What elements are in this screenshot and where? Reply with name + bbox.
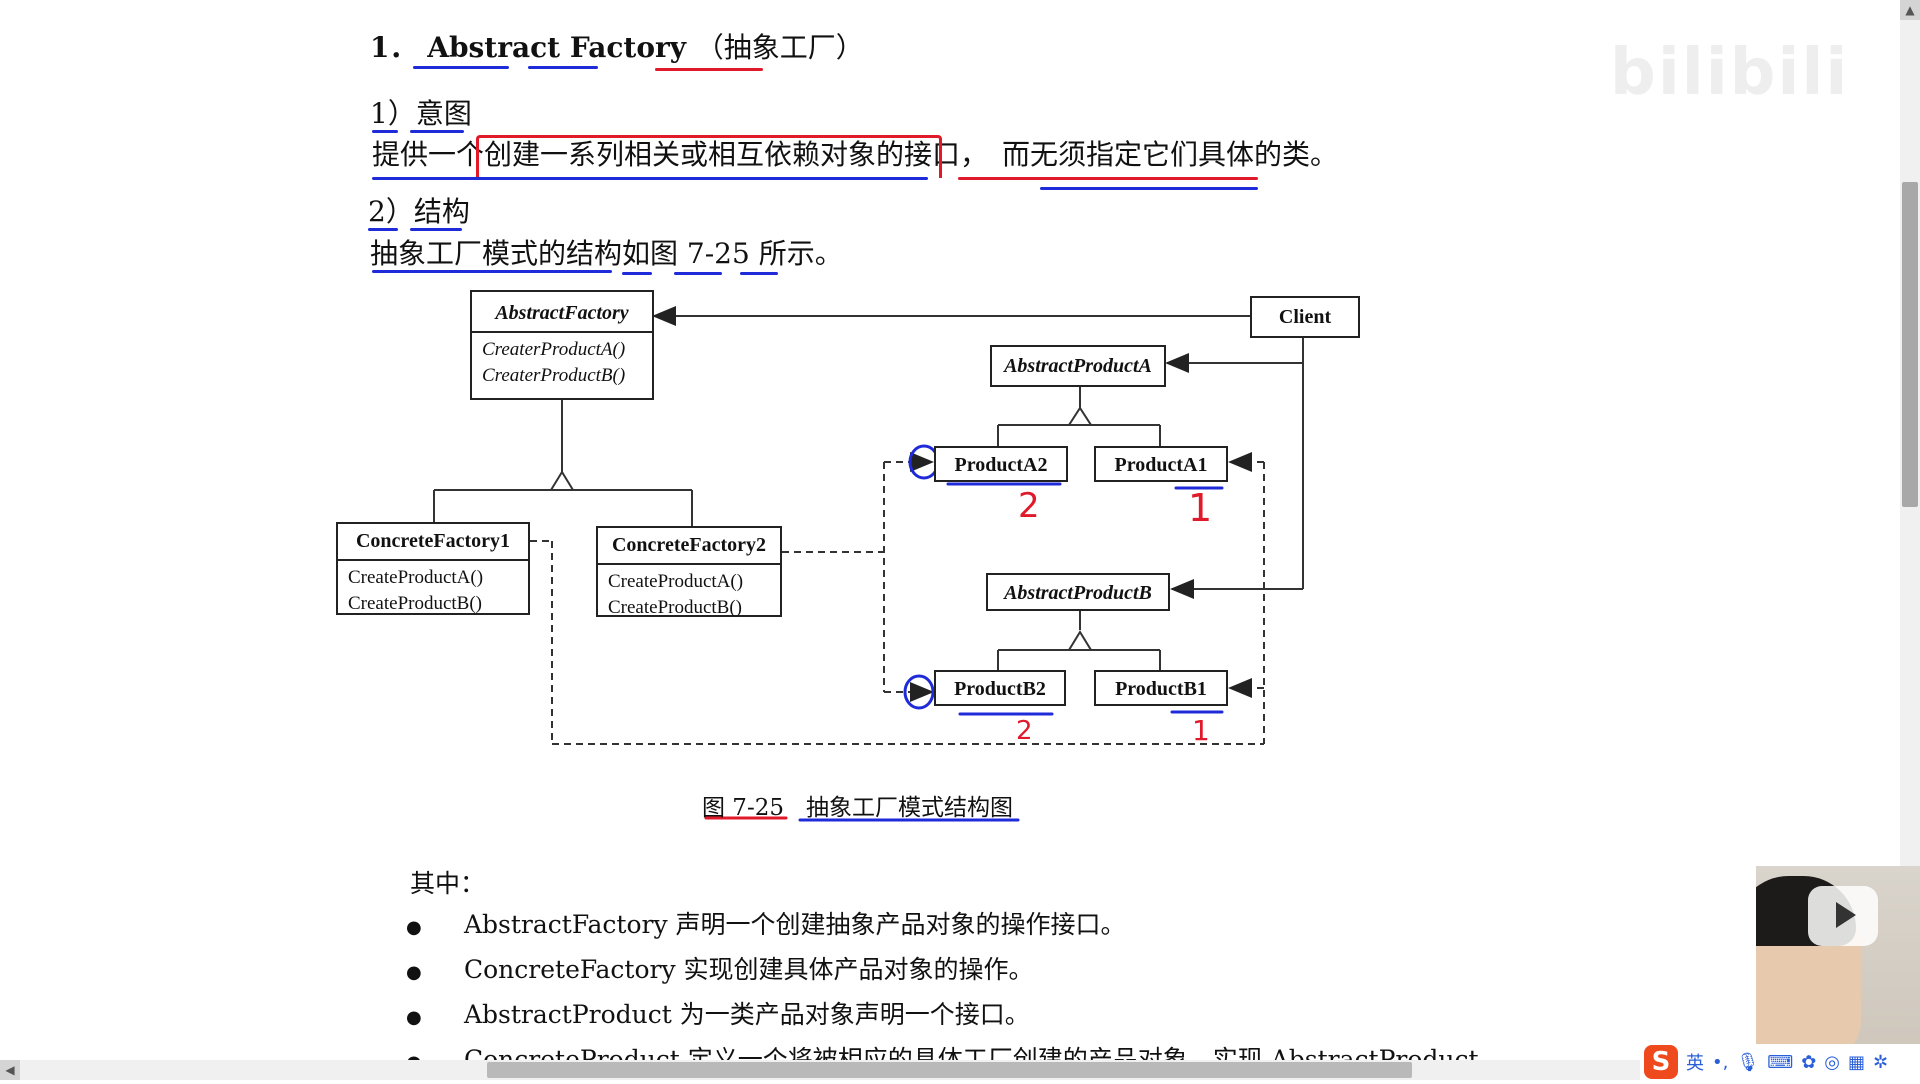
uml-class-name: Client <box>1278 306 1332 328</box>
figure-caption: 图 7-25 抽象工厂模式结构图 <box>702 788 1013 822</box>
list-item-text: ConcreteFactory 实现创建具体产品对象的操作。 <box>464 955 1034 984</box>
scroll-left-icon[interactable]: ◀ <box>0 1060 20 1080</box>
uml-class-name: ConcreteFactory1 <box>355 530 510 552</box>
uml-operations: CreateProductA() CreateProductB() <box>598 563 780 625</box>
section-number: 1． <box>370 31 418 64</box>
uml-client: Client <box>1250 296 1360 338</box>
ink-underline <box>372 130 398 133</box>
structure-heading: 2）结构 <box>368 195 470 228</box>
list-item: ● AbstractFactory 声明一个创建抽象产品对象的操作接口。 <box>406 904 1479 949</box>
uml-class-name: ConcreteFactory2 <box>611 534 766 556</box>
bilibili-watermark: bilibili <box>1610 36 1850 110</box>
uml-class-name: ProductA1 <box>1114 454 1208 476</box>
uml-operations: CreateProductA() CreateProductB() <box>338 559 528 621</box>
uml-operation: CreateProductB() <box>348 593 483 614</box>
ime-toolbar: S 英 •, 🎙 ⌨ ✿ ◎ ▦ ✲ <box>1640 1044 1920 1080</box>
punctuation-icon[interactable]: •, <box>1712 1051 1729 1073</box>
uml-class-name: ProductA2 <box>954 454 1048 476</box>
uml-product-b1: ProductB1 <box>1094 670 1228 706</box>
ink-underline <box>368 228 398 231</box>
list-item-text: AbstractProduct 为一类产品对象声明一个接口。 <box>464 1000 1030 1029</box>
gamepad-icon[interactable]: ◎ <box>1824 1051 1840 1073</box>
microphone-icon[interactable]: 🎙 <box>1736 1051 1760 1073</box>
keyboard-icon[interactable]: ⌨ <box>1767 1051 1794 1073</box>
uml-product-b2: ProductB2 <box>934 670 1066 706</box>
structure-text: 抽象工厂模式的结构如图 7-25 所示。 <box>370 237 843 270</box>
ink-underline <box>655 68 763 71</box>
ink-underline <box>372 270 612 273</box>
uml-class-name: AbstractProductB <box>1004 582 1152 604</box>
ink-annotation: 2 <box>1016 716 1033 746</box>
uml-operations: CreaterProductA() CreaterProductB() <box>472 331 652 393</box>
uml-concrete-factory1: ConcreteFactory1 CreateProductA() Create… <box>336 522 530 615</box>
ink-underline <box>622 272 652 275</box>
list-item: ● AbstractProduct 为一类产品对象声明一个接口。 <box>406 994 1479 1039</box>
intent-text-a: 提供一个 <box>372 138 485 171</box>
bullet: ● <box>406 917 422 938</box>
ink-underline <box>958 177 1258 180</box>
ink-underline <box>410 228 462 231</box>
ink-annotation: 1 <box>1192 714 1210 747</box>
skin-icon[interactable]: ✿ <box>1801 1051 1817 1073</box>
ink-annotation: 2 <box>1018 486 1040 526</box>
sogou-logo-icon[interactable]: S <box>1644 1045 1678 1079</box>
ink-underline <box>674 272 722 275</box>
roles-intro: 其中： <box>410 869 486 898</box>
ink-annotation: 1 <box>1188 486 1213 530</box>
intent-text-b: 创建一系列相关或相互依赖对象的接口， <box>484 138 989 171</box>
play-icon[interactable] <box>1808 886 1878 946</box>
uml-abstract-product-b: AbstractProductB <box>986 573 1170 611</box>
horizontal-scroll-thumb[interactable] <box>487 1062 1412 1078</box>
intent-text-c: 而无须指定它们具体的类。 <box>1002 138 1339 171</box>
roles-list: ● AbstractFactory 声明一个创建抽象产品对象的操作接口。 ● Con… <box>406 904 1479 1084</box>
webcam-overlay <box>1756 866 1920 1051</box>
ime-language-toggle[interactable]: 英 <box>1686 1053 1704 1074</box>
section-title-en: Abstract Factory <box>427 31 687 64</box>
uml-operation: CreaterProductB() <box>482 365 626 386</box>
uml-class-name: AbstractFactory <box>495 302 629 324</box>
uml-class-name: ProductB1 <box>1115 678 1207 700</box>
uml-concrete-factory2: ConcreteFactory2 CreateProductA() Create… <box>596 526 782 618</box>
ink-underline <box>413 66 509 69</box>
uml-class-name: ProductB2 <box>954 678 1046 700</box>
ink-red-bracket <box>476 135 942 178</box>
list-item-text: AbstractFactory 声明一个创建抽象产品对象的操作接口。 <box>464 910 1126 939</box>
bullet: ● <box>406 1007 422 1028</box>
uml-operation: CreaterProductA() <box>482 339 626 360</box>
ink-underline <box>740 272 778 275</box>
uml-operation: CreateProductA() <box>348 567 484 588</box>
ink-circle <box>903 674 935 710</box>
intent-heading: 1）意图 <box>370 97 472 130</box>
ink-underline <box>372 177 928 180</box>
list-item: ● ConcreteFactory 实现创建具体产品对象的操作。 <box>406 949 1479 994</box>
ink-underline <box>410 130 464 133</box>
uml-product-a2: ProductA2 <box>934 446 1068 482</box>
uml-abstract-product-a: AbstractProductA <box>990 345 1166 387</box>
ink-underline <box>528 66 598 69</box>
scroll-up-icon[interactable]: ▲ <box>1900 0 1920 20</box>
vertical-scroll-thumb[interactable] <box>1902 182 1918 507</box>
uml-abstract-factory: AbstractFactory CreaterProductA() Create… <box>470 290 654 400</box>
uml-operation: CreateProductA() <box>608 571 744 592</box>
settings-icon[interactable]: ✲ <box>1873 1051 1889 1073</box>
intent-text: 提供一个创建一系列相关或相互依赖对象的接口， 而无须指定它们具体的类。 <box>372 141 1338 169</box>
toolbox-icon[interactable]: ▦ <box>1848 1051 1866 1073</box>
uml-class-name: AbstractProductA <box>1004 355 1152 377</box>
section-title: 1． Abstract Factory （抽象工厂） <box>370 34 864 62</box>
vertical-scrollbar[interactable]: ▲ <box>1900 0 1920 1060</box>
section-title-cn: （抽象工厂） <box>695 31 864 64</box>
bullet: ● <box>406 962 422 983</box>
figure-number: 图 7-25 <box>702 795 784 821</box>
figure-title: 抽象工厂模式结构图 <box>805 795 1013 821</box>
horizontal-scrollbar[interactable]: ◀ <box>0 1060 1900 1080</box>
uml-operation: CreateProductB() <box>608 597 743 618</box>
ink-underline <box>1040 187 1258 190</box>
uml-product-a1: ProductA1 <box>1094 446 1228 482</box>
